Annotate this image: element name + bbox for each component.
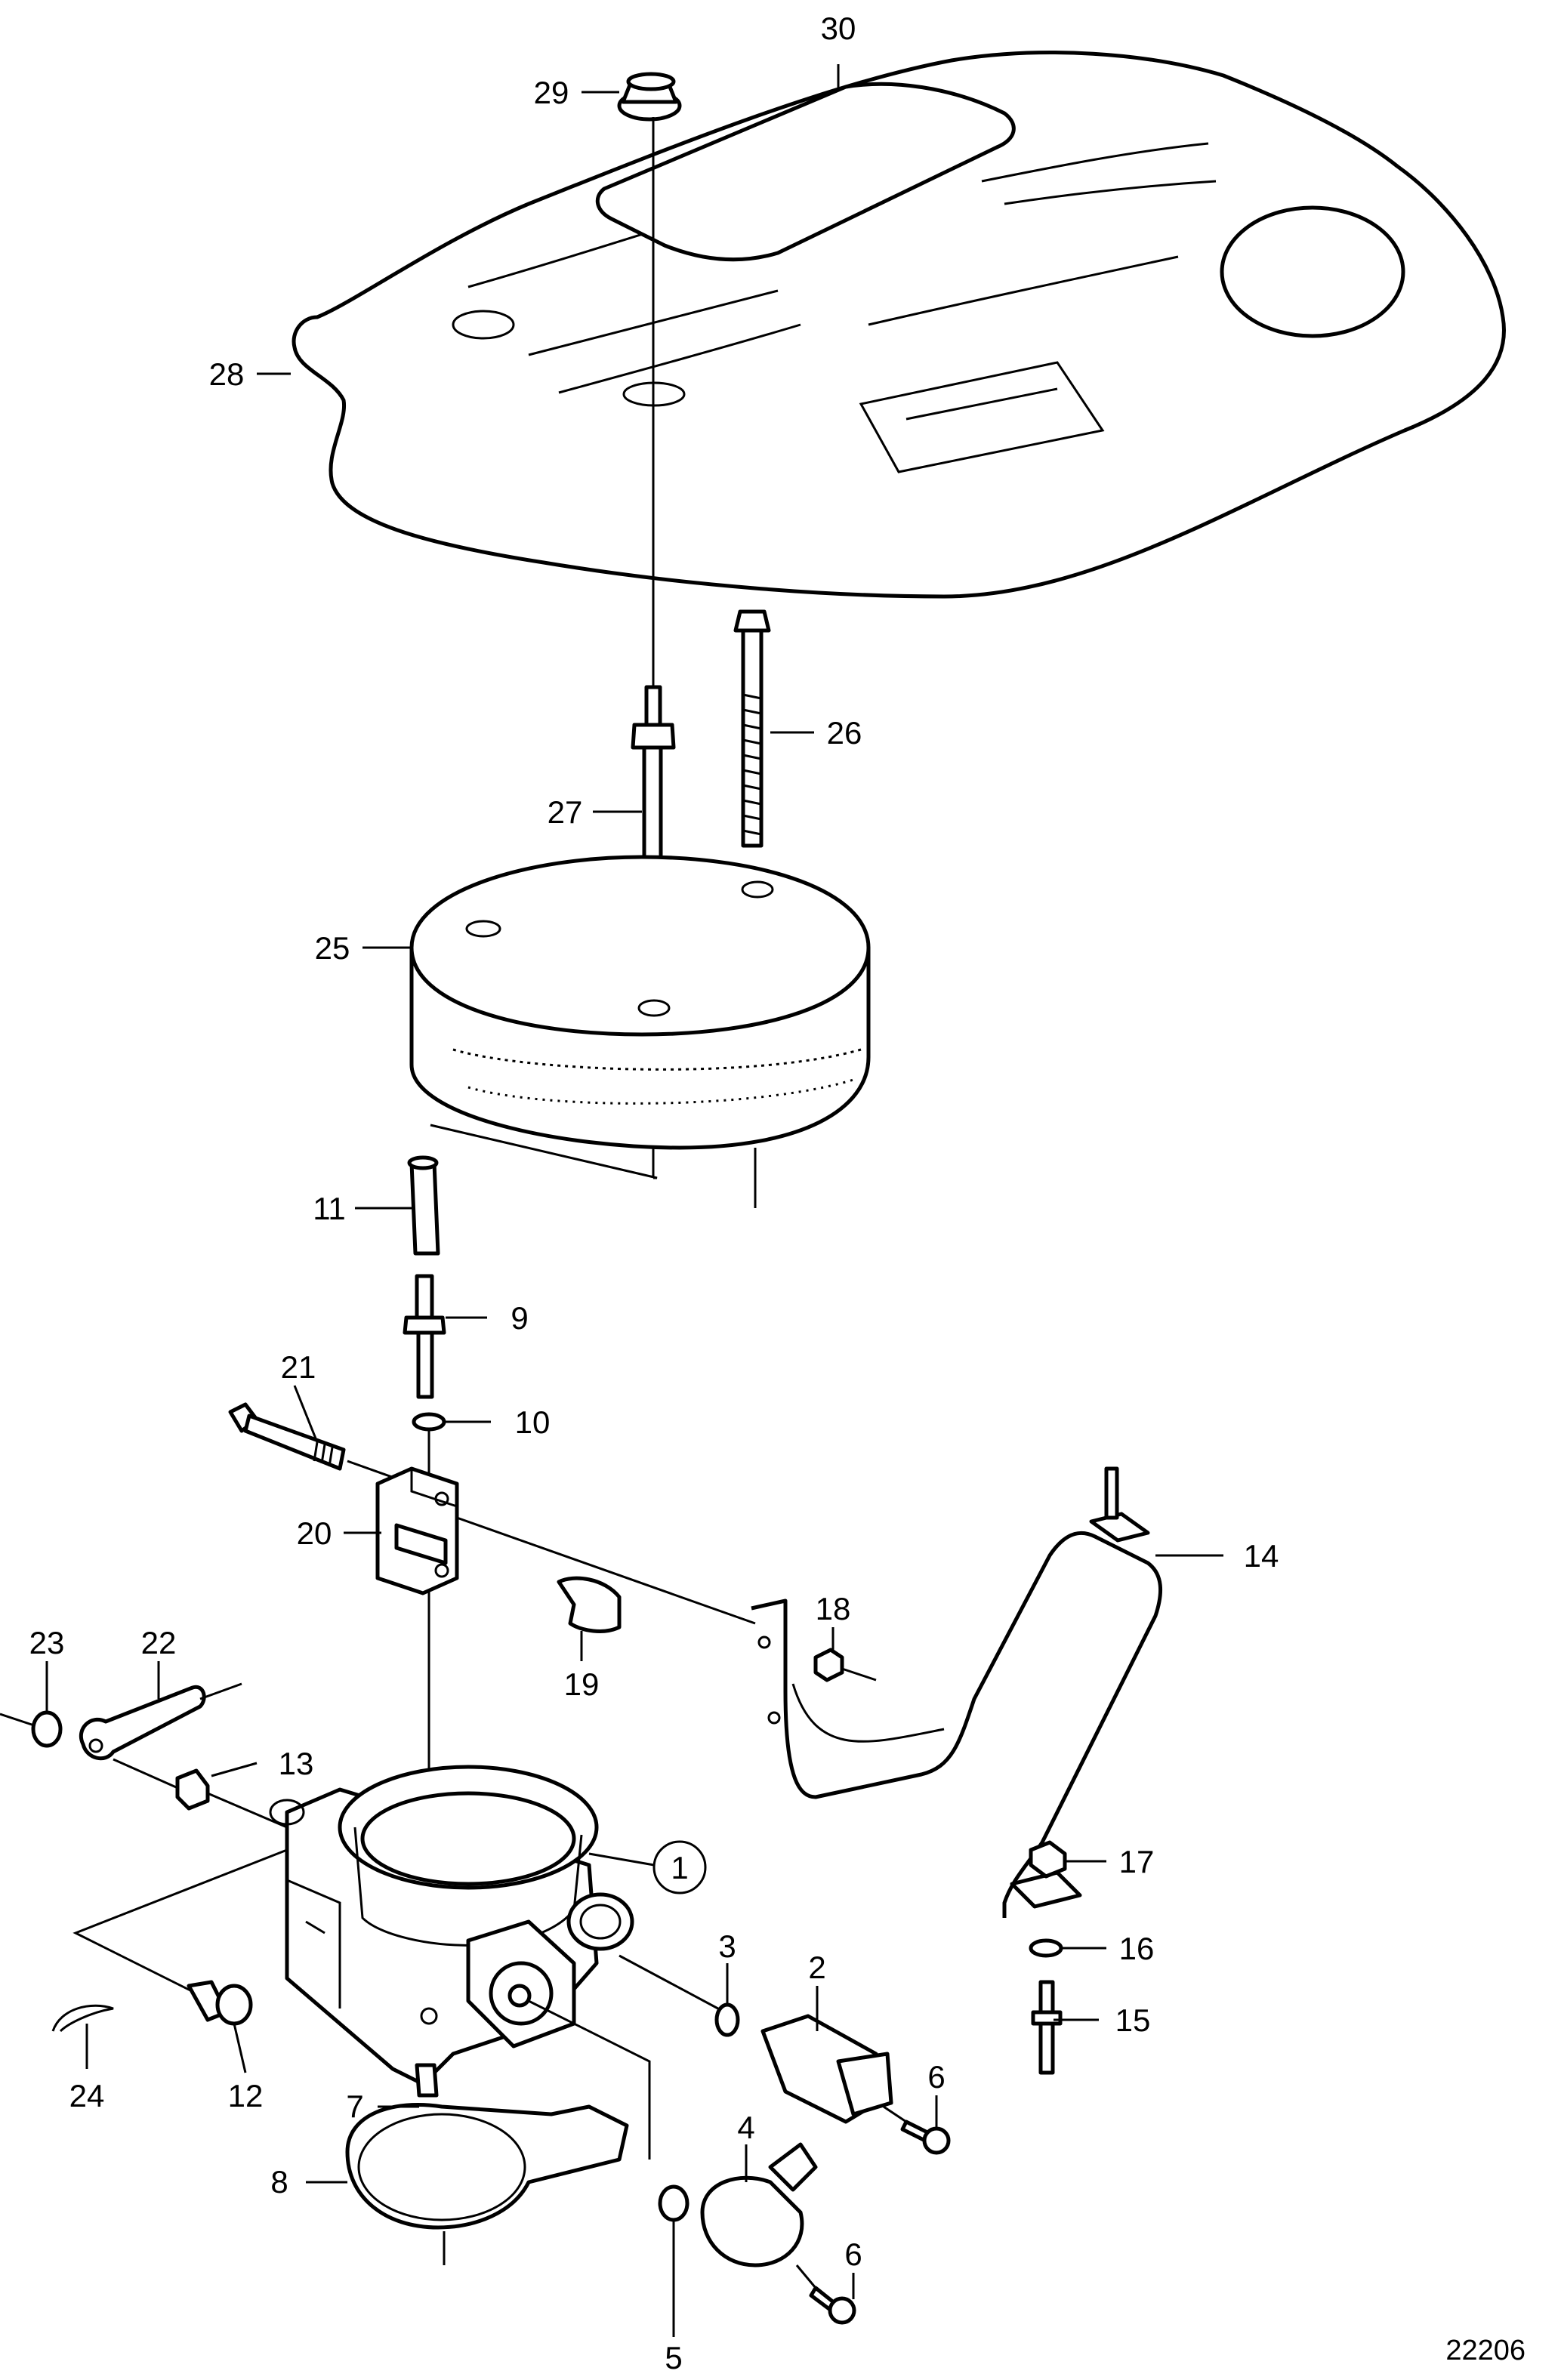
washer-23: [31, 1710, 63, 1748]
callout-9: 9: [511, 1300, 528, 1336]
callout-24: 24: [69, 2078, 105, 2113]
callout-27: 27: [548, 794, 583, 830]
callout-18: 18: [816, 1591, 851, 1626]
callout-29: 29: [534, 75, 569, 110]
callout-20: 20: [297, 1515, 332, 1551]
clip-19: [557, 1576, 622, 1633]
callout-5: 5: [665, 2340, 682, 2375]
washer-16: [1029, 1938, 1063, 1958]
screw-6b: [809, 2286, 856, 2325]
callout-2: 2: [808, 1950, 825, 1985]
callout-22: 22: [141, 1625, 177, 1660]
pin-7: [415, 2063, 439, 2098]
stud-9: [403, 1274, 446, 1399]
callout-13: 13: [279, 1746, 314, 1781]
document-number: 22206: [1445, 2335, 1526, 2366]
bracket-20: [375, 1466, 459, 1595]
screw-6a: [900, 2119, 951, 2155]
cover-plate: [595, 82, 1016, 262]
callout-28: 28: [209, 356, 245, 392]
bolt-21: [228, 1402, 346, 1471]
callout-10: 10: [515, 1404, 551, 1440]
callout-6a: 6: [927, 2059, 945, 2095]
bushing-13: [175, 1768, 210, 1811]
callout-14: 14: [1244, 1538, 1279, 1574]
link-22: [79, 1685, 206, 1761]
sensor-4: [700, 2142, 818, 2267]
callout-23: 23: [29, 1625, 65, 1660]
gasket-8: [345, 2103, 629, 2230]
stud-15: [1031, 1980, 1063, 2075]
spacer-11: [407, 1155, 440, 1256]
callout-25: 25: [315, 930, 350, 966]
callout-15: 15: [1115, 2002, 1151, 2038]
nut-18: [813, 1648, 844, 1682]
callout-17: 17: [1119, 1844, 1155, 1879]
air-filter: [409, 855, 871, 1150]
clip-24: [51, 2004, 114, 2033]
callout-11: 11: [313, 1191, 346, 1226]
callout-labels: 1 2 3 4 5 6 6 7 8 9 10 11 12 13 14 15 16…: [29, 11, 1279, 2375]
callout-8: 8: [270, 2164, 288, 2200]
callout-1: 1: [671, 1850, 688, 1885]
callout-12: 12: [228, 2078, 264, 2113]
callout-6b: 6: [844, 2237, 862, 2272]
bracket-14: [751, 1466, 1163, 1918]
o-ring-5: [658, 2184, 689, 2222]
callout-30: 30: [821, 11, 856, 46]
callout-26: 26: [827, 715, 862, 751]
o-ring-3: [714, 2002, 740, 2037]
callout-21: 21: [281, 1349, 316, 1385]
callout-7: 7: [346, 2089, 363, 2124]
throttle-body: [269, 1765, 634, 2086]
sensor-2: [760, 2014, 893, 2124]
leader-lines: [45, 64, 1223, 2337]
nut-17: [1029, 1840, 1067, 1879]
callout-3: 3: [718, 1928, 736, 1964]
callout-4: 4: [737, 2110, 754, 2145]
plug-12: [187, 1980, 253, 2026]
washer-10: [412, 1412, 446, 1432]
bolt-26: [733, 609, 771, 848]
oil-filler-cap: [617, 72, 682, 122]
callout-1-ring: [652, 1840, 707, 1894]
callout-19: 19: [564, 1666, 600, 1702]
callout-16: 16: [1119, 1931, 1155, 1966]
